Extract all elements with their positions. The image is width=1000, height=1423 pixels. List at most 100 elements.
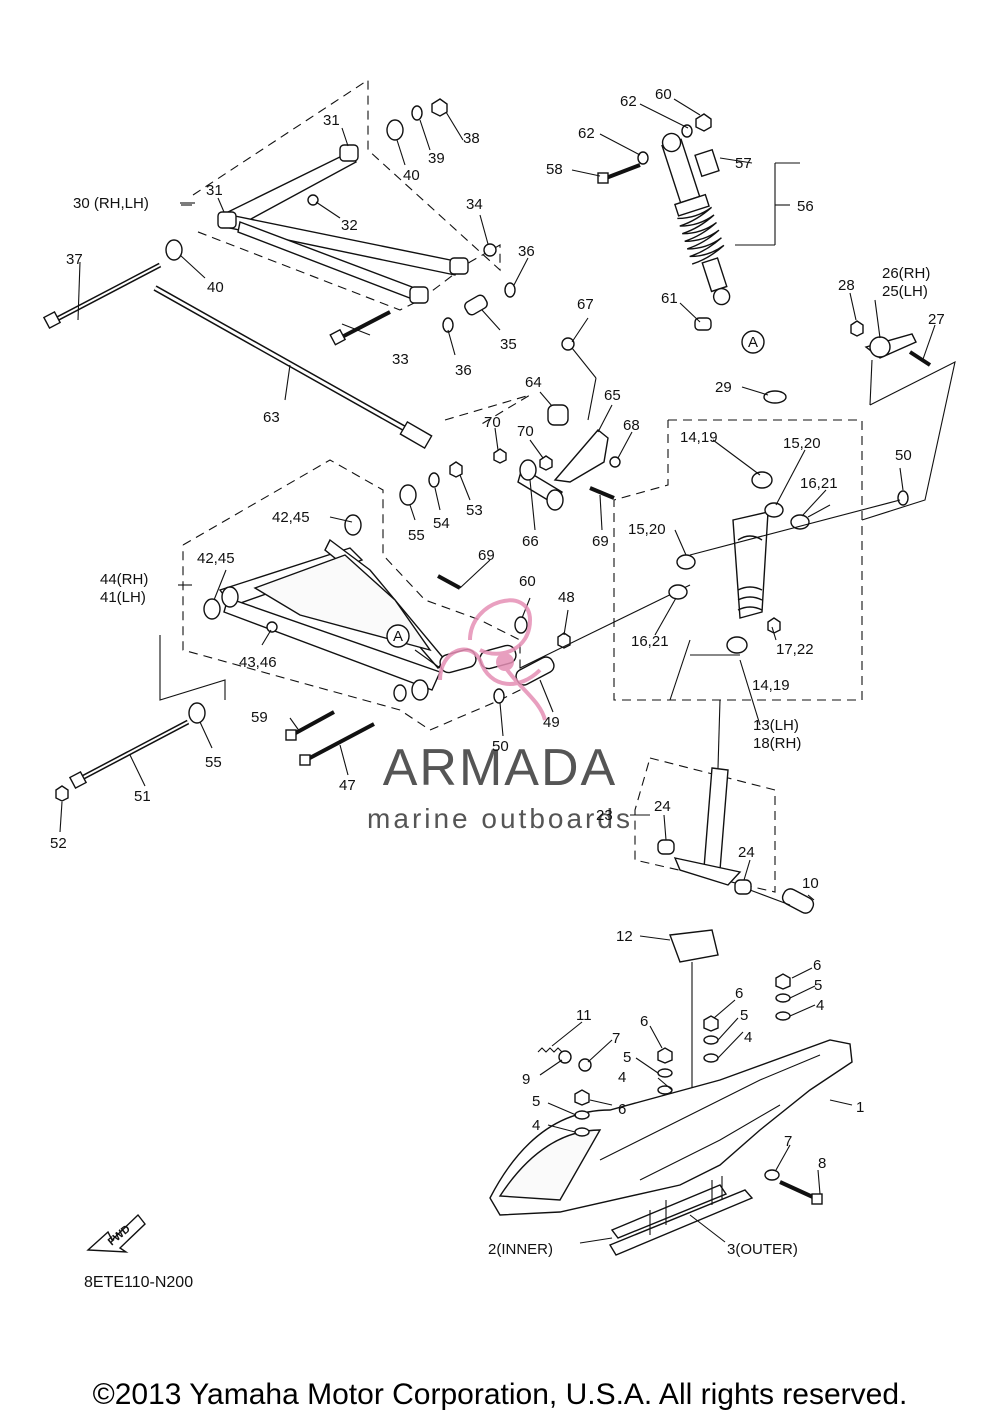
fwd-arrow-icon: FWD xyxy=(86,1213,146,1253)
callout-44: 44(RH) xyxy=(100,571,148,588)
ref-circle-a-lower xyxy=(386,624,410,648)
callout-7: 7 xyxy=(784,1133,792,1150)
spindle-group xyxy=(613,320,956,701)
callout-6: 6 xyxy=(618,1101,626,1118)
callout-60: 60 xyxy=(655,86,672,103)
callout-36: 36 xyxy=(518,243,535,260)
callout-31: 31 xyxy=(323,112,340,129)
callout-51: 51 xyxy=(134,788,151,805)
shock-absorber xyxy=(597,113,731,331)
callout-6: 6 xyxy=(640,1013,648,1030)
callout-39: 39 xyxy=(428,150,445,167)
callout-9: 9 xyxy=(522,1071,530,1088)
callout-62: 62 xyxy=(620,93,637,110)
callout-12: 12 xyxy=(616,928,633,945)
ski-column-group xyxy=(634,699,815,1130)
callout-40: 40 xyxy=(403,167,420,184)
ref-a-lower: A xyxy=(393,628,403,645)
callout-34: 34 xyxy=(466,196,483,213)
callout-50: 50 xyxy=(492,738,509,755)
watermark: ARMADA marine outboards xyxy=(367,598,633,834)
callout-42-45: 42,45 xyxy=(272,509,310,526)
callout-38: 38 xyxy=(463,130,480,147)
callout-27: 27 xyxy=(928,311,945,328)
callout-4: 4 xyxy=(744,1029,752,1046)
diagram-code: 8ETE110-N200 xyxy=(84,1274,193,1291)
callout-5: 5 xyxy=(814,977,822,994)
callout-61: 61 xyxy=(661,290,678,307)
callout-26: 26(RH) xyxy=(882,265,930,282)
callout-56: 56 xyxy=(797,198,814,215)
callout-labels: 1 2(INNER) 3(OUTER) 4 4 4 4 5 5 5 5 6 6 … xyxy=(50,86,945,1258)
callout-42-45: 42,45 xyxy=(197,550,235,567)
ref-a-upper: A xyxy=(748,334,758,351)
upper-arm-group xyxy=(42,78,516,346)
callout-2: 2(INNER) xyxy=(488,1241,553,1258)
callout-70: 70 xyxy=(517,423,534,440)
callout-5: 5 xyxy=(532,1093,540,1110)
callout-24: 24 xyxy=(738,844,755,861)
callout-50: 50 xyxy=(895,447,912,464)
watermark-tagline: marine outboards xyxy=(367,803,633,834)
callout-6: 6 xyxy=(735,985,743,1002)
callout-66: 66 xyxy=(522,533,539,550)
callout-25: 25(LH) xyxy=(882,283,928,300)
callout-6: 6 xyxy=(813,957,821,974)
callout-18: 18(RH) xyxy=(753,735,801,752)
callout-41: 41(LH) xyxy=(100,589,146,606)
callout-35: 35 xyxy=(500,336,517,353)
watermark-brand: ARMADA xyxy=(383,739,617,797)
callout-4: 4 xyxy=(618,1069,626,1086)
callout-30: 30 (RH,LH) xyxy=(73,195,149,212)
ski-assembly xyxy=(489,973,853,1256)
callout-57: 57 xyxy=(735,155,752,172)
callout-4: 4 xyxy=(816,997,824,1014)
callout-7: 7 xyxy=(612,1030,620,1047)
callout-14-19: 14,19 xyxy=(680,429,718,446)
callout-3: 3(OUTER) xyxy=(727,1241,798,1258)
callout-59: 59 xyxy=(251,709,268,726)
callout-70: 70 xyxy=(484,414,501,431)
callout-63: 63 xyxy=(263,409,280,426)
callout-31: 31 xyxy=(206,182,223,199)
callout-65: 65 xyxy=(604,387,621,404)
callout-36: 36 xyxy=(455,362,472,379)
callout-64: 64 xyxy=(525,374,542,391)
callout-14-19: 14,19 xyxy=(752,677,790,694)
callout-52: 52 xyxy=(50,835,67,852)
callout-48: 48 xyxy=(558,589,575,606)
callout-1: 1 xyxy=(856,1099,864,1116)
callout-23: 23 xyxy=(596,807,613,824)
callout-68: 68 xyxy=(623,417,640,434)
copyright-notice: ©2013 Yamaha Motor Corporation, U.S.A. A… xyxy=(92,1378,908,1411)
callout-5: 5 xyxy=(623,1049,631,1066)
callout-15-20: 15,20 xyxy=(628,521,666,538)
callout-33: 33 xyxy=(392,351,409,368)
callout-55: 55 xyxy=(205,754,222,771)
callout-55: 55 xyxy=(408,527,425,544)
watermark-logo-icon xyxy=(438,598,547,721)
callout-32: 32 xyxy=(341,217,358,234)
callout-29: 29 xyxy=(715,379,732,396)
callout-53: 53 xyxy=(466,502,483,519)
callout-4: 4 xyxy=(532,1117,540,1134)
callout-8: 8 xyxy=(818,1155,826,1172)
callout-40: 40 xyxy=(207,279,224,296)
callout-60: 60 xyxy=(519,573,536,590)
callout-16-21: 16,21 xyxy=(631,633,669,650)
callout-16-21: 16,21 xyxy=(800,475,838,492)
callout-67: 67 xyxy=(577,296,594,313)
callout-28: 28 xyxy=(838,277,855,294)
callout-15-20: 15,20 xyxy=(783,435,821,452)
callout-49: 49 xyxy=(543,714,560,731)
leader-lines xyxy=(59,98,936,1244)
callout-43-46: 43,46 xyxy=(239,654,277,671)
callout-11: 11 xyxy=(576,1007,592,1024)
ref-circle-a-upper xyxy=(741,330,765,354)
callout-54: 54 xyxy=(433,515,450,532)
callout-47: 47 xyxy=(339,777,356,794)
callout-69: 69 xyxy=(478,547,495,564)
callout-69: 69 xyxy=(592,533,609,550)
shaft-63 xyxy=(153,285,433,450)
